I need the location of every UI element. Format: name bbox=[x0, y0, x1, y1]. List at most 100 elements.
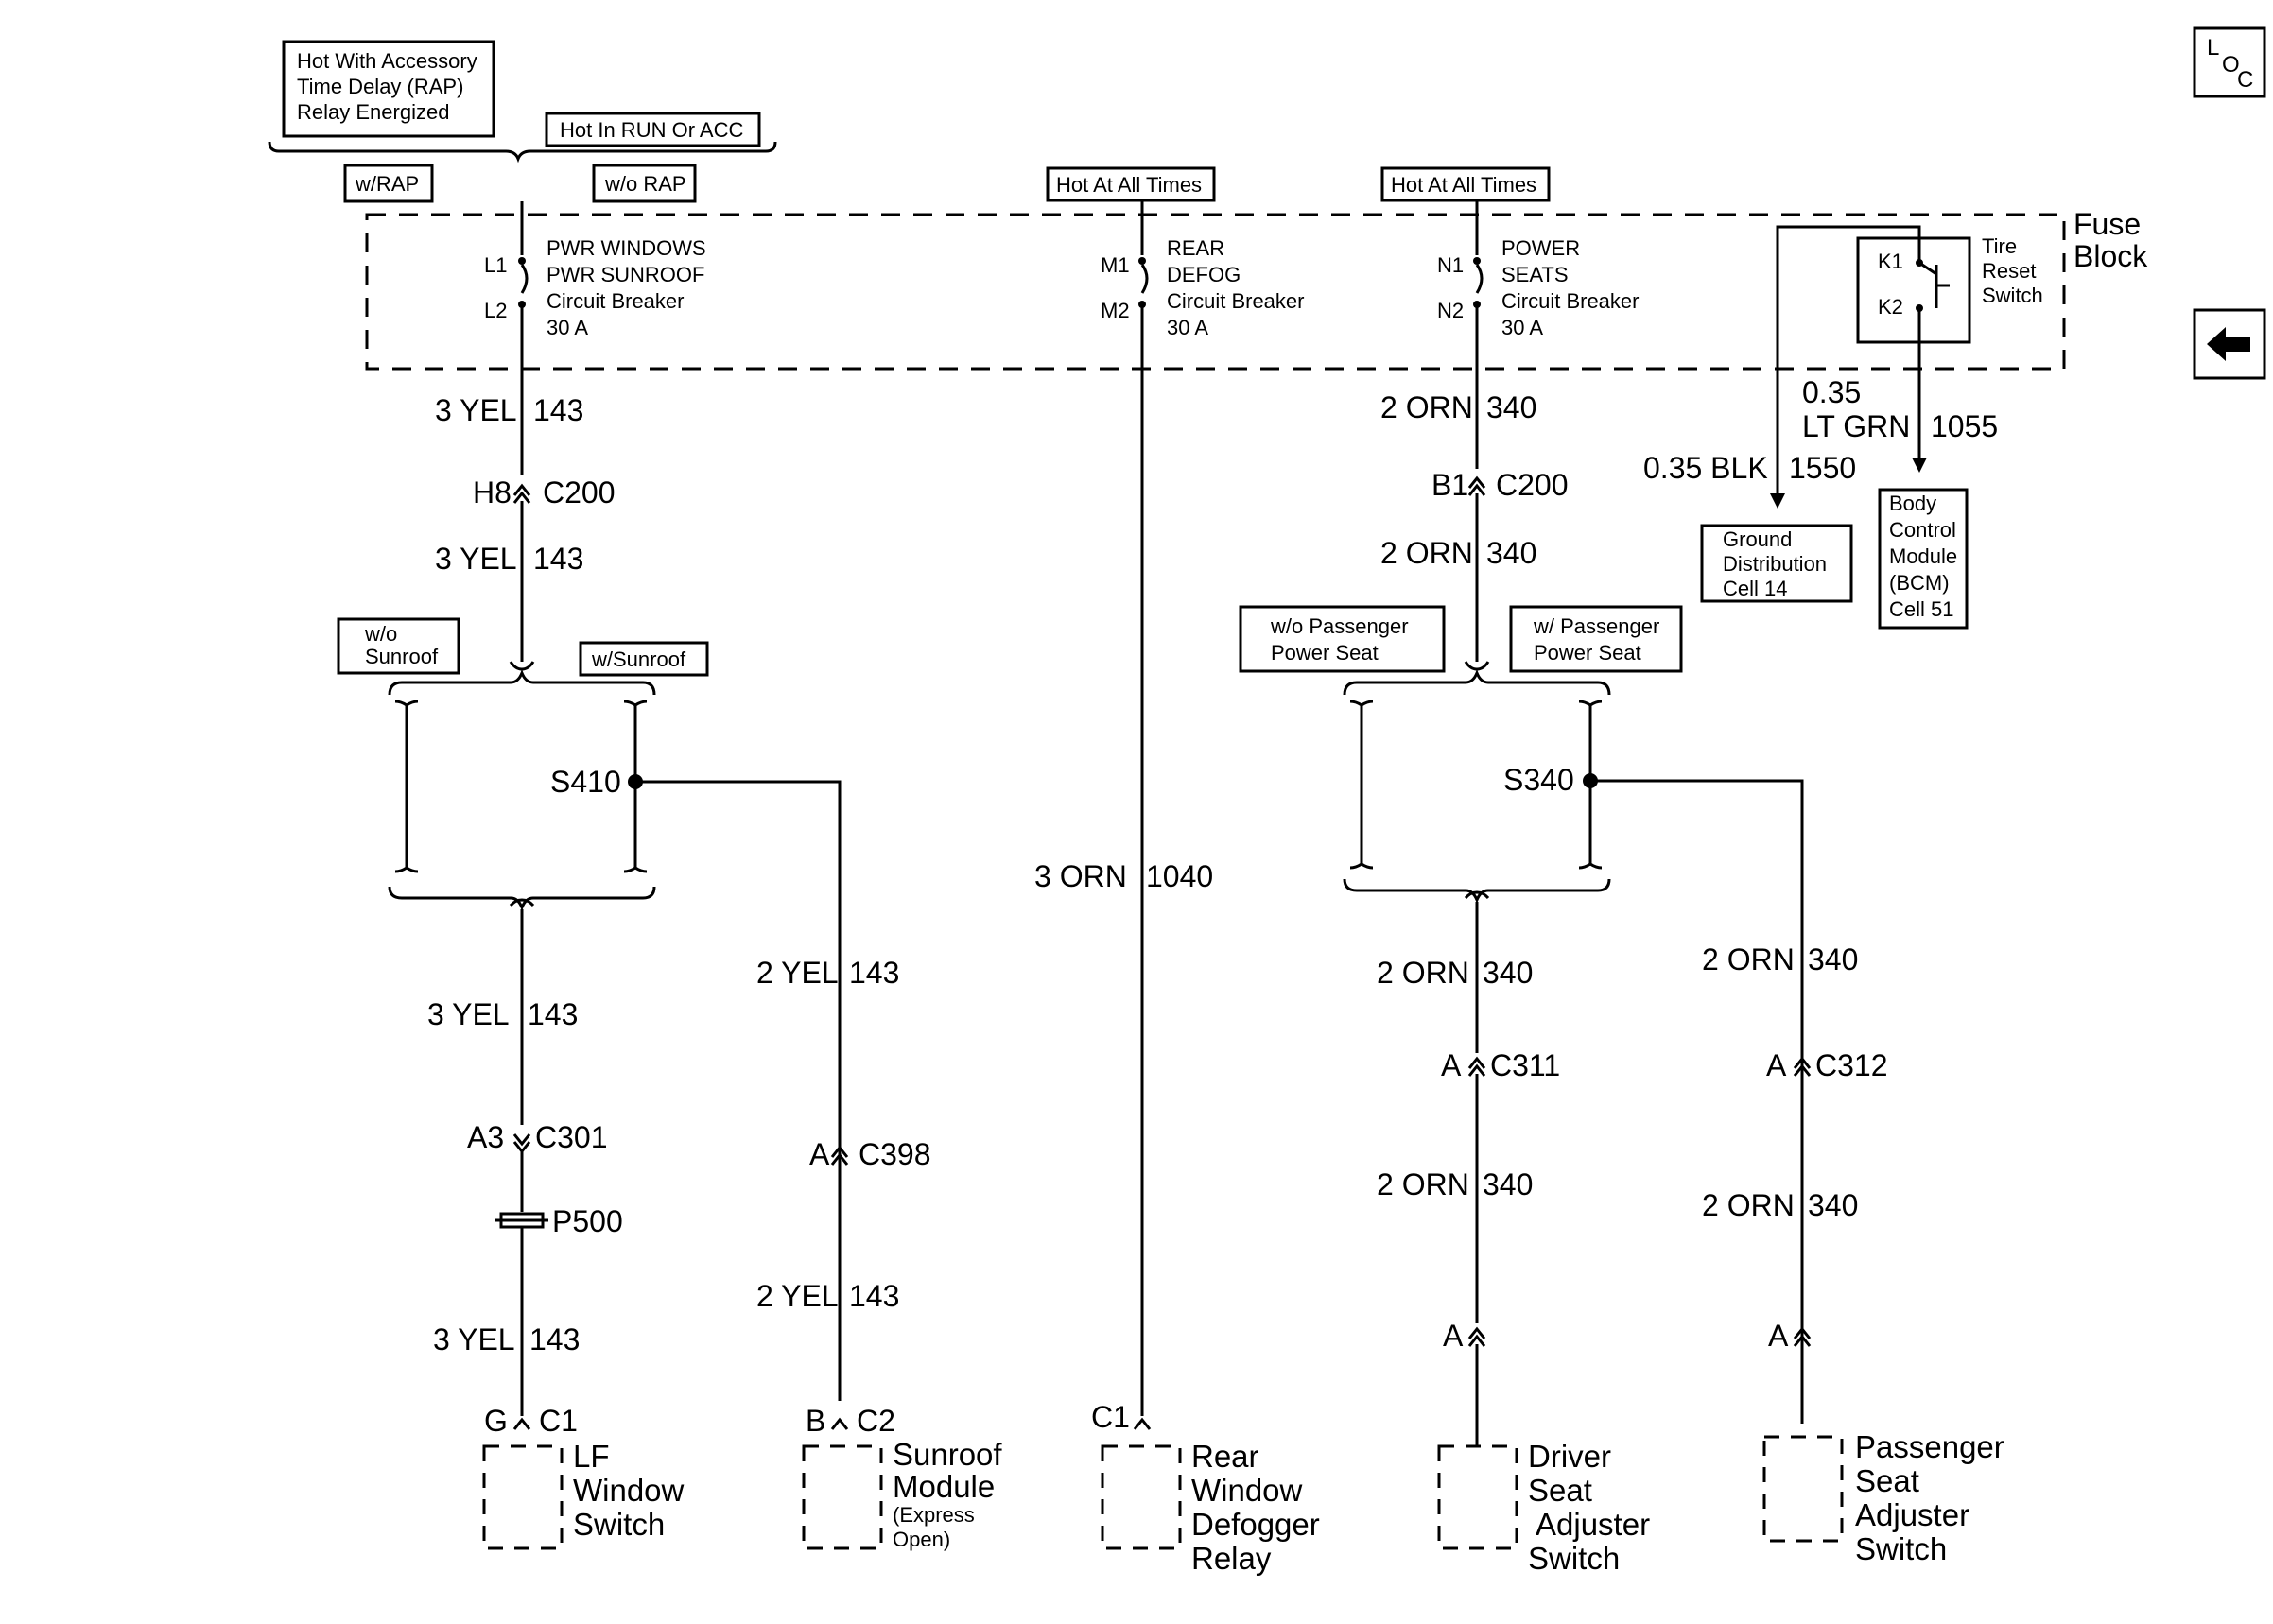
bcm-ref-line-5: Cell 51 bbox=[1889, 597, 1953, 621]
seat-brace-bottom-tip bbox=[1464, 890, 1490, 899]
back-arrow-icon bbox=[2207, 327, 2250, 361]
yel2-143-b-circuit: 143 bbox=[849, 1279, 899, 1313]
sunroof-option-branch-left bbox=[394, 700, 419, 873]
wo-pass-seat-box bbox=[1239, 605, 1446, 673]
bcm-arrow bbox=[1912, 458, 1927, 473]
circuit-breaker-pwr-windows: L1 L2 PWR WINDOWS PWR SUNROOF Circuit Br… bbox=[484, 201, 706, 339]
location-button[interactable]: L O C bbox=[2193, 26, 2266, 98]
lf-window-line-2: Window bbox=[573, 1473, 685, 1508]
c398-name: C398 bbox=[859, 1137, 931, 1171]
wo-rap-label: w/o RAP bbox=[604, 172, 686, 196]
rap-relay-box bbox=[282, 40, 495, 138]
orn-340-e-circuit: 340 bbox=[1808, 942, 1858, 976]
connector-defog-c1: C1 bbox=[1091, 1400, 1152, 1434]
wo-sunroof-line-2: Sunroof bbox=[365, 645, 439, 668]
blk-circuit: 1550 bbox=[1789, 451, 1856, 485]
back-button[interactable] bbox=[2193, 308, 2266, 380]
loc-c-glyph: C bbox=[2237, 67, 2253, 93]
sunroof-note-1: (Express bbox=[893, 1503, 975, 1527]
bcm-ref-line-1: Body bbox=[1889, 492, 1936, 515]
pass-seat-pin: A bbox=[1768, 1319, 1789, 1353]
lf-window-line-3: Switch bbox=[573, 1507, 665, 1542]
wire-340-pass-feed bbox=[1590, 779, 1804, 1424]
connector-p500: P500 bbox=[495, 1204, 623, 1238]
loc-l-glyph: L bbox=[2207, 35, 2219, 60]
ground-ref-line-3: Cell 14 bbox=[1723, 577, 1787, 600]
w-rap-label: w/RAP bbox=[355, 172, 419, 196]
connector-driver-seat: A bbox=[1443, 1319, 1486, 1353]
c312-name: C312 bbox=[1815, 1048, 1888, 1082]
sunroof-line-2: Module bbox=[893, 1469, 995, 1504]
wo-rap-box bbox=[592, 164, 697, 203]
c398-pin: A bbox=[809, 1137, 830, 1171]
ground-distribution-box bbox=[1700, 524, 1853, 603]
loc-o-glyph: O bbox=[2222, 52, 2240, 78]
sunroof-brace-bottom-tip bbox=[509, 898, 535, 907]
driver-seat-line-2: Seat bbox=[1528, 1473, 1592, 1508]
lf-c1-name: C1 bbox=[539, 1404, 578, 1438]
defogger-line-2: Window bbox=[1191, 1473, 1303, 1508]
breaker-3-line-3: Circuit Breaker bbox=[1501, 289, 1639, 313]
yel2-143-a-gauge: 2 YEL bbox=[756, 956, 839, 990]
bcm-ref-line-4: (BCM) bbox=[1889, 571, 1950, 595]
pin-k2: K2 bbox=[1878, 295, 1903, 319]
splice-s410-label: S410 bbox=[550, 765, 621, 799]
breaker-2-line-2: DEFOG bbox=[1167, 263, 1241, 286]
breaker-2-line-4: 30 A bbox=[1167, 316, 1208, 339]
yel2-143-a-circuit: 143 bbox=[849, 956, 899, 990]
circuit-breaker-power-seats: N1 N2 POWER SEATS Circuit Breaker 30 A bbox=[1437, 201, 1639, 339]
driver-seat-pin: A bbox=[1443, 1319, 1464, 1353]
c301-a3-name: C301 bbox=[535, 1120, 608, 1154]
connector-pass-seat: A bbox=[1768, 1319, 1812, 1353]
w-pass-seat-line-2: Power Seat bbox=[1534, 641, 1641, 665]
pass-seat-line-4: Switch bbox=[1855, 1531, 1947, 1566]
splice-s340-label: S340 bbox=[1503, 763, 1574, 797]
rap-relay-line-2: Time Delay (RAP) bbox=[297, 75, 463, 98]
sunroof-c2-pin: B bbox=[806, 1404, 825, 1438]
sunroof-line-1: Sunroof bbox=[893, 1437, 1002, 1472]
defogger-line-1: Rear bbox=[1191, 1439, 1259, 1474]
pass-seat-line-1: Passenger bbox=[1855, 1429, 2004, 1464]
ltgrn-gauge: 0.35 bbox=[1802, 375, 1861, 409]
yel-143-d-circuit: 143 bbox=[529, 1322, 580, 1356]
orn-340-f-circuit: 340 bbox=[1808, 1188, 1858, 1222]
sunroof-brace-top bbox=[388, 668, 656, 696]
connector-c398: A C398 bbox=[809, 1137, 931, 1171]
lf-c1-pin: G bbox=[484, 1404, 508, 1438]
connector-c311: A C311 bbox=[1441, 1048, 1560, 1082]
w-rap-box bbox=[343, 164, 434, 203]
bcm-ref-line-3: Module bbox=[1889, 544, 1957, 568]
run-acc-label: Hot In RUN Or ACC bbox=[560, 118, 743, 142]
connector-c312: A C312 bbox=[1766, 1048, 1888, 1082]
connector-lf-c1: G C1 bbox=[484, 1404, 578, 1438]
yel-143-a-gauge: 3 YEL bbox=[435, 393, 517, 427]
yel2-143-b-gauge: 2 YEL bbox=[756, 1279, 839, 1313]
ltgrn-circuit: 1055 bbox=[1931, 409, 1998, 443]
c312-pin: A bbox=[1766, 1048, 1787, 1082]
wo-pass-seat-line-1: w/o Passenger bbox=[1270, 614, 1409, 638]
orn3-1040-gauge: 3 ORN bbox=[1034, 859, 1127, 893]
defogger-line-4: Relay bbox=[1191, 1541, 1272, 1576]
tire-reset-switch: K1 K2 Tire Reset Switch bbox=[1856, 234, 2043, 344]
hot-all-times-box-2 bbox=[1380, 166, 1551, 202]
run-acc-box bbox=[545, 112, 761, 147]
pass-seat-line-3: Adjuster bbox=[1855, 1497, 1969, 1532]
yel-143-c-circuit: 143 bbox=[528, 997, 578, 1031]
c200-b1-pin: B1 bbox=[1431, 468, 1468, 502]
orn-340-e-gauge: 2 ORN bbox=[1702, 942, 1795, 976]
breaker-1-line-3: Circuit Breaker bbox=[547, 289, 684, 313]
pin-m1: M1 bbox=[1101, 253, 1130, 277]
yel-143-b-circuit: 143 bbox=[533, 542, 583, 576]
wo-sunroof-box bbox=[337, 617, 460, 675]
orn-340-c-gauge: 2 ORN bbox=[1377, 956, 1469, 990]
rap-option-brace bbox=[268, 141, 777, 164]
sunroof-brace-bottom bbox=[388, 886, 656, 912]
tire-reset-line-2: Reset bbox=[1982, 259, 2036, 283]
yel-143-c-gauge: 3 YEL bbox=[427, 997, 510, 1031]
breaker-3-line-4: 30 A bbox=[1501, 316, 1543, 339]
p500-label: P500 bbox=[552, 1204, 623, 1238]
blk-gauge: 0.35 BLK bbox=[1643, 451, 1768, 485]
defog-c1-label: C1 bbox=[1091, 1400, 1130, 1434]
pin-l2: L2 bbox=[484, 299, 507, 322]
